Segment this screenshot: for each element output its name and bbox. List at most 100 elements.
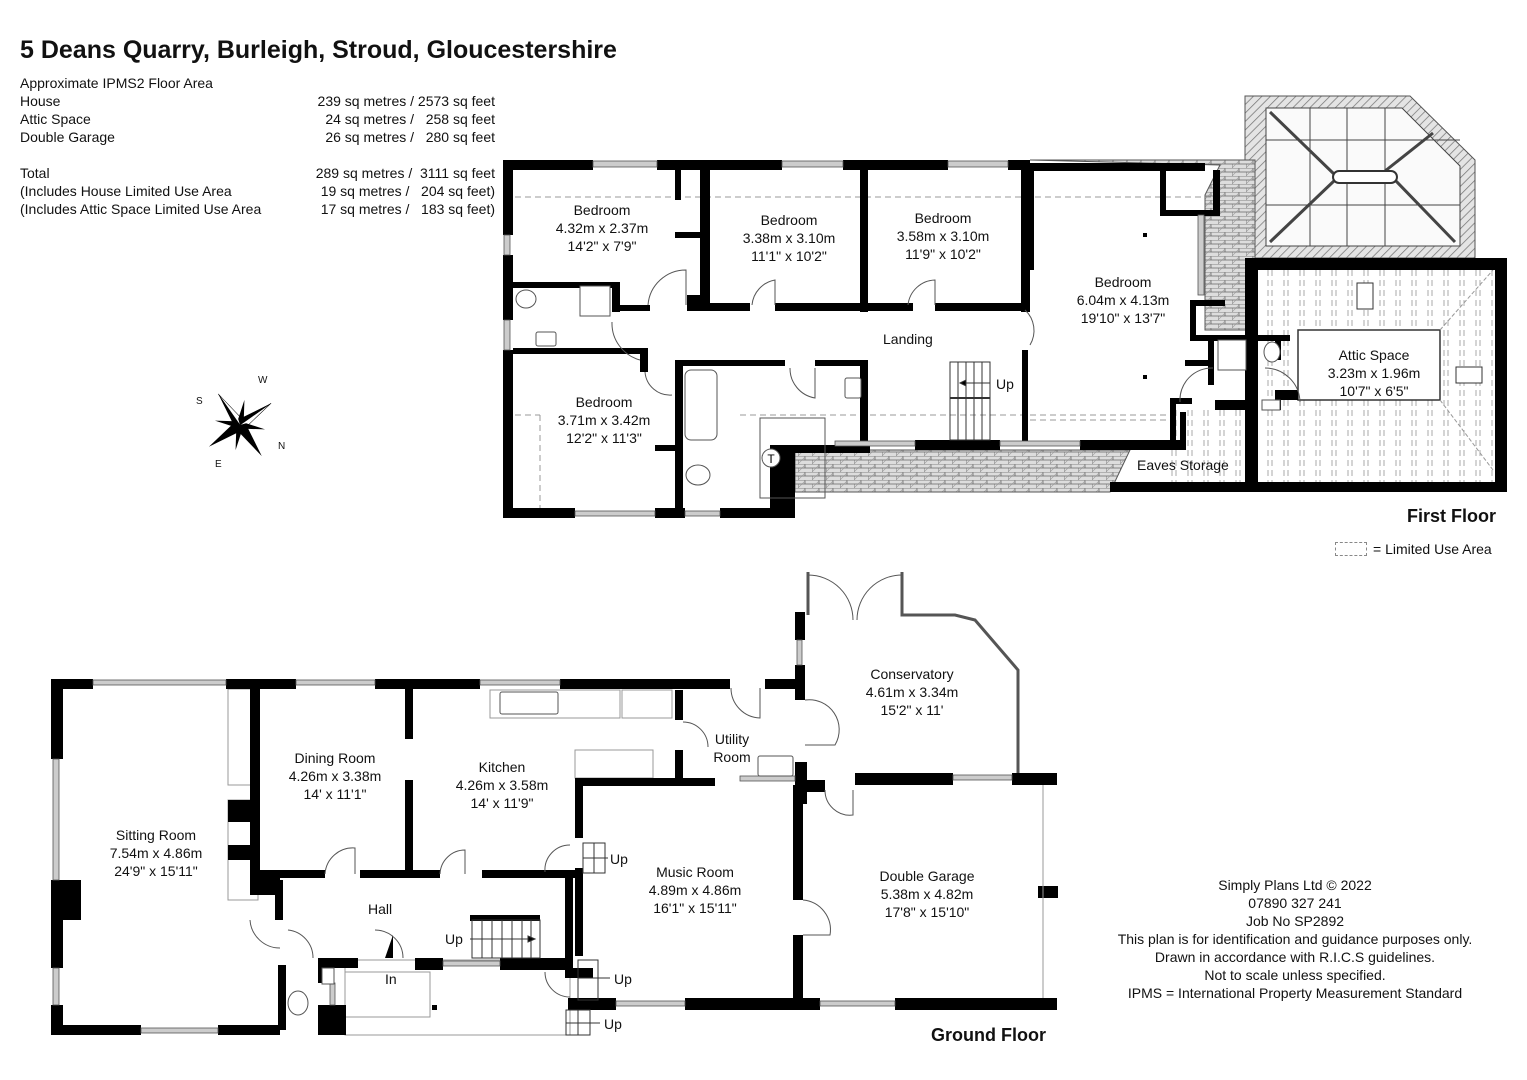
credit-line: Job No SP2892 bbox=[1245, 913, 1345, 929]
legend: = Limited Use Area bbox=[1335, 541, 1492, 557]
area-row-garage: Double Garage 26 sq metres / 280 sq feet bbox=[20, 128, 495, 146]
room-double-garage: Double Garage 5.38m x 4.82m 17'8" x 15'1… bbox=[880, 867, 975, 921]
room-name: Bedroom bbox=[573, 202, 631, 218]
room-imperial: 11'9" x 10'2" bbox=[905, 246, 981, 262]
page-title: 5 Deans Quarry, Burleigh, Stroud, Glouce… bbox=[20, 36, 617, 64]
area-row-attic: Attic Space 24 sq metres / 258 sq feet bbox=[20, 110, 495, 128]
room-metric: 6.04m x 4.13m bbox=[1076, 292, 1170, 308]
room-name: Utility bbox=[714, 731, 750, 747]
area-value: 26 sq metres / 280 sq feet bbox=[325, 129, 495, 145]
area-row-house: House 239 sq metres / 2573 sq feet bbox=[20, 92, 495, 110]
room-imperial: 14'2" x 7'9" bbox=[567, 238, 637, 254]
room-metric: 3.38m x 3.10m bbox=[742, 230, 836, 246]
area-label: (Includes Attic Space Limited Use Area bbox=[20, 201, 262, 217]
credit-line: IPMS = International Property Measuremen… bbox=[1127, 985, 1463, 1001]
stairs-up-label: Up bbox=[445, 931, 463, 947]
legend-text: = Limited Use Area bbox=[1373, 541, 1492, 557]
area-value: 239 sq metres / 2573 sq feet bbox=[317, 93, 495, 109]
stairs-up-label: Up bbox=[996, 376, 1014, 392]
room-attic-space: Attic Space 3.23m x 1.96m 10'7" x 6'5" bbox=[1328, 346, 1421, 400]
compass-s: S bbox=[196, 396, 203, 407]
ground-floor-plan bbox=[51, 572, 1058, 1036]
room-metric: 5.38m x 4.82m bbox=[880, 886, 974, 902]
room-metric: 3.58m x 3.10m bbox=[896, 228, 990, 244]
room-kitchen: Kitchen 4.26m x 3.58m 14' x 11'9" bbox=[456, 758, 549, 812]
room-metric: 7.54m x 4.86m bbox=[109, 845, 203, 861]
area-value: 17 sq metres / 183 sq feet) bbox=[320, 201, 495, 217]
room-conservatory: Conservatory 4.61m x 3.34m 15'2" x 11' bbox=[866, 665, 959, 719]
first-floor-title: First Floor bbox=[1407, 506, 1496, 526]
room-name: Conservatory bbox=[870, 666, 954, 682]
area-value: 24 sq metres / 258 sq feet bbox=[325, 111, 495, 127]
credit-line: Not to scale unless specified. bbox=[1204, 967, 1386, 983]
tank-symbol: T bbox=[767, 452, 775, 466]
room-imperial: 14' x 11'1" bbox=[303, 786, 367, 802]
ground-floor-title: Ground Floor bbox=[931, 1025, 1046, 1045]
room-name: Sitting Room bbox=[115, 827, 197, 843]
room-bedroom-4: Bedroom 6.04m x 4.13m 19'10" x 13'7" bbox=[1077, 273, 1170, 327]
room-name: Dining Room bbox=[294, 750, 376, 766]
step-up-label: Up bbox=[610, 851, 628, 867]
credit-line: Drawn in accordance with R.I.C.S guideli… bbox=[1154, 949, 1436, 965]
landing-label: Landing bbox=[883, 331, 933, 347]
room-imperial: 16'1" x 15'11" bbox=[653, 900, 737, 916]
room-music-room: Music Room 4.89m x 4.86m 16'1" x 15'11" bbox=[649, 863, 742, 917]
credit-line: 07890 327 241 bbox=[1248, 895, 1342, 911]
room-metric: 4.32m x 2.37m bbox=[555, 220, 649, 236]
room-metric: 3.23m x 1.96m bbox=[1327, 365, 1421, 381]
area-label: (Includes House Limited Use Area bbox=[20, 183, 232, 199]
area-heading-text: Approximate IPMS2 Floor Area bbox=[20, 75, 213, 91]
room-imperial: 19'10" x 13'7" bbox=[1080, 310, 1166, 326]
room-name: Kitchen bbox=[478, 759, 526, 775]
room-name: Room bbox=[713, 749, 751, 765]
step-up-label: Up bbox=[614, 971, 632, 987]
first-floor-plan: T bbox=[503, 95, 1507, 518]
room-bedroom-2: Bedroom 3.38m x 3.10m 11'1" x 10'2" bbox=[743, 211, 836, 265]
credit-line: This plan is for identification and guid… bbox=[1117, 931, 1473, 947]
room-name: Bedroom bbox=[575, 394, 633, 410]
compass-n: N bbox=[278, 441, 286, 452]
room-metric: 4.26m x 3.38m bbox=[288, 768, 382, 784]
room-metric: 4.89m x 4.86m bbox=[648, 882, 742, 898]
room-imperial: 14' x 11'9" bbox=[470, 795, 534, 811]
area-label: House bbox=[20, 93, 61, 109]
compass-w: W bbox=[258, 375, 268, 386]
room-metric: 4.61m x 3.34m bbox=[865, 684, 959, 700]
room-name: Bedroom bbox=[1094, 274, 1152, 290]
area-row-attic-limited: (Includes Attic Space Limited Use Area 17… bbox=[20, 200, 495, 218]
room-imperial: 10'7" x 6'5" bbox=[1339, 383, 1409, 399]
hall-label: Hall bbox=[368, 901, 393, 917]
room-sitting-room: Sitting Room 7.54m x 4.86m 24'9" x 15'11… bbox=[110, 826, 203, 880]
area-label: Attic Space bbox=[20, 111, 91, 127]
area-label: Total bbox=[20, 165, 50, 181]
compass-icon bbox=[208, 393, 272, 457]
room-bedroom-5: Bedroom 3.71m x 3.42m 12'2" x 11'3" bbox=[558, 393, 651, 447]
room-imperial: 12'2" x 11'3" bbox=[566, 430, 642, 446]
room-bedroom-1: Bedroom 4.32m x 2.37m 14'2" x 7'9" bbox=[556, 201, 649, 255]
area-summary: Approximate IPMS2 Floor Area House 239 sq… bbox=[20, 74, 495, 218]
room-name: Music Room bbox=[656, 864, 734, 880]
room-name: Bedroom bbox=[760, 212, 818, 228]
area-label: Double Garage bbox=[20, 129, 115, 145]
room-imperial: 17'8" x 15'10" bbox=[884, 904, 970, 920]
area-heading: Approximate IPMS2 Floor Area bbox=[20, 74, 495, 92]
room-utility: Utility Room bbox=[713, 730, 750, 766]
credit-line: Simply Plans Ltd © 2022 bbox=[1218, 877, 1372, 893]
eaves-storage-label: Eaves Storage bbox=[1137, 457, 1229, 473]
area-value: 289 sq metres / 3111 sq feet bbox=[315, 165, 495, 181]
step-up-label: Up bbox=[604, 1016, 622, 1032]
room-imperial: 15'2" x 11' bbox=[880, 702, 944, 718]
room-name: Attic Space bbox=[1338, 347, 1410, 363]
room-metric: 3.71m x 3.42m bbox=[557, 412, 651, 428]
area-row-total: Total 289 sq metres / 3111 sq feet bbox=[20, 164, 495, 182]
compass-e: E bbox=[215, 459, 222, 470]
room-metric: 4.26m x 3.58m bbox=[455, 777, 549, 793]
room-bedroom-3: Bedroom 3.58m x 3.10m 11'9" x 10'2" bbox=[897, 209, 990, 263]
limited-use-swatch bbox=[1335, 542, 1367, 556]
room-dining-room: Dining Room 4.26m x 3.38m 14' x 11'1" bbox=[289, 749, 382, 803]
credits-block: Simply Plans Ltd © 2022 07890 327 241 Jo… bbox=[1090, 876, 1500, 1002]
room-imperial: 11'1" x 10'2" bbox=[751, 248, 827, 264]
room-imperial: 24'9" x 15'11" bbox=[114, 863, 198, 879]
